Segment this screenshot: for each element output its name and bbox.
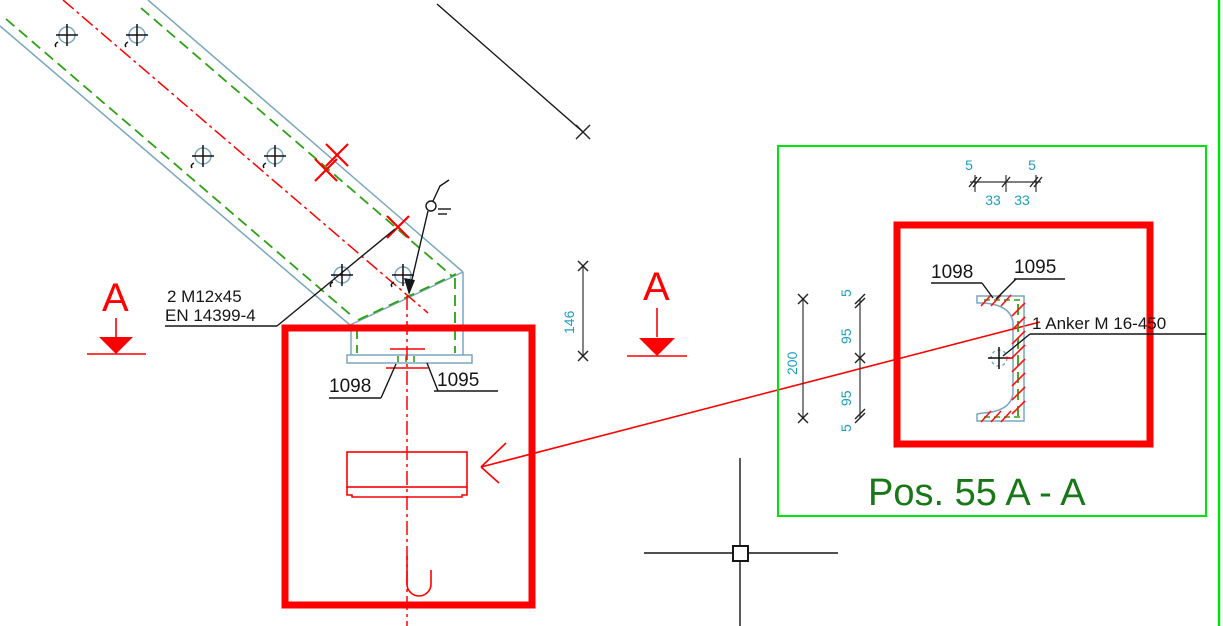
- beam-elevation-view: [0, 0, 473, 626]
- section-arrow: [99, 337, 133, 354]
- beam-hidden-bottom: [5, 18, 353, 317]
- dim-200: 200: [784, 293, 809, 424]
- section-marker-left: A: [87, 276, 146, 355]
- bolt-symbol: [124, 24, 148, 48]
- beam-bolts: [54, 24, 414, 288]
- anchor-note: 1 Anker M 16-450: [1032, 314, 1166, 333]
- red-pointer-arrow: [480, 321, 1041, 484]
- red-x-mark: [386, 215, 410, 239]
- bolt-symbol: [262, 145, 286, 169]
- dim-5-bottom: 5: [838, 424, 854, 432]
- beam-bottom-edge: [0, 25, 351, 326]
- dim-segments: 5 95 95 5: [838, 289, 866, 432]
- dim-top-5-right: 5: [1028, 157, 1036, 173]
- bolt-symbol: [329, 264, 353, 288]
- pickbox[interactable]: [732, 545, 749, 562]
- bolt-note-line2: EN 14399-4: [165, 306, 256, 325]
- dim-5-top: 5: [838, 289, 854, 297]
- dim-top-5-left: 5: [965, 157, 973, 173]
- dim-146: 146: [561, 260, 589, 362]
- beam-top-edge: [147, 0, 464, 273]
- red-x-mark: [314, 158, 338, 182]
- bolt-note-line1: 2 M12x45: [167, 287, 242, 306]
- hatch-marks: [980, 294, 1026, 423]
- bolt-symbol: [190, 145, 214, 169]
- dim-top-33-left: 33: [985, 192, 1001, 208]
- section-letter: A: [643, 265, 670, 309]
- red-x-mark: [325, 143, 349, 167]
- anchor-hook: [406, 556, 432, 597]
- base-plate: [346, 354, 473, 364]
- dim-top: 5 5 33 33: [965, 157, 1043, 208]
- section-marker-right: A: [627, 265, 687, 357]
- section-detail-view: 1098 1095 1 Anker M 16-450 200: [777, 145, 1207, 517]
- red-x-marks: [314, 143, 410, 239]
- weld-symbol: [404, 179, 451, 295]
- bolt-symbol: [390, 264, 414, 288]
- red-markup-box-left: [281, 324, 536, 609]
- dim-95-lower: 95: [838, 390, 854, 406]
- part-label-1095: 1095: [1014, 257, 1056, 278]
- part-label-1098: 1098: [329, 376, 371, 397]
- crosshair-cursor[interactable]: [644, 458, 838, 626]
- section-letter: A: [102, 276, 129, 320]
- bolt-callout: 2 M12x45 EN 14399-4: [165, 228, 396, 327]
- callout-leader: [276, 228, 396, 327]
- part-label-1098: 1098: [931, 262, 973, 283]
- beam-hidden-top: [140, 7, 453, 277]
- section-part-labels: 1098 1095: [931, 257, 1065, 300]
- dim-200-text: 200: [784, 351, 800, 375]
- part-label-1095: 1095: [437, 370, 479, 391]
- dim-146-text: 146: [561, 310, 577, 334]
- anchor-plate-sketch: [346, 451, 468, 498]
- anchor-callout: 1 Anker M 16-450: [1002, 314, 1206, 357]
- section-title: Pos. 55 A - A: [868, 472, 1086, 514]
- dim-95-upper: 95: [838, 328, 854, 344]
- section-arrow: [639, 338, 675, 356]
- leader-arrowhead: [404, 278, 415, 295]
- construction-line: [436, 3, 591, 140]
- dim-top-33-right: 33: [1014, 192, 1030, 208]
- channel-section-profile: [976, 294, 1026, 423]
- left-part-labels: 1098 1095: [329, 362, 498, 399]
- detail-green-box: [777, 145, 1207, 517]
- beam-centerline: [62, 0, 429, 314]
- anchor-bolt-symbol: [988, 347, 1013, 369]
- bolt-symbol: [54, 24, 78, 48]
